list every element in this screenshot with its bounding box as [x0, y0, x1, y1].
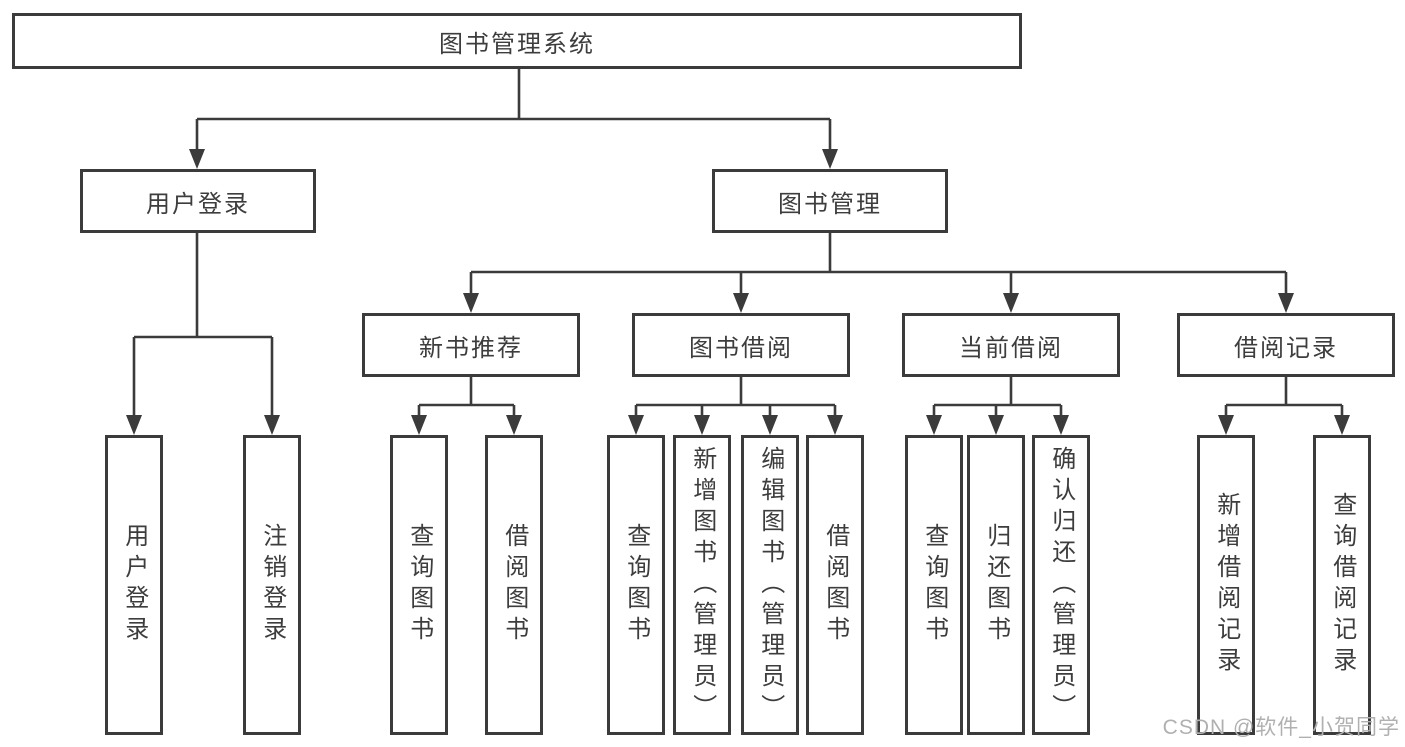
leaf-label: 确认归还（管理员）	[1047, 445, 1075, 725]
leaf-logout: 注销登录	[243, 435, 301, 735]
arrowhead-icon	[506, 415, 522, 435]
arrowhead-icon	[189, 149, 205, 169]
arrowhead-icon	[694, 415, 710, 435]
connector-book-borrow-to-leaves	[628, 377, 843, 435]
leaf-label: 借阅图书	[500, 523, 528, 647]
leaf-label: 查询图书	[920, 523, 948, 647]
csdn-watermark: CSDN @软件_小贺同学	[1162, 716, 1400, 739]
connector-current-borrow-to-leaves	[926, 377, 1069, 435]
arrowhead-icon	[827, 415, 843, 435]
arrowhead-icon	[733, 293, 749, 313]
leaf-edit-book-admin: 编辑图书（管理员）	[741, 435, 799, 735]
leaf-add-book-admin: 新增图书（管理员）	[673, 435, 731, 735]
connector-root-to-branches	[189, 69, 838, 169]
connector-user-login-to-leaves	[126, 233, 280, 435]
arrowhead-icon	[411, 415, 427, 435]
leaf-label: 编辑图书（管理员）	[756, 445, 784, 725]
node-book-management: 图书管理	[712, 169, 948, 233]
arrowhead-icon	[926, 415, 942, 435]
node-borrowing-records: 借阅记录	[1177, 313, 1395, 377]
arrowhead-icon	[463, 293, 479, 313]
node-current-borrowing: 当前借阅	[902, 313, 1120, 377]
arrowhead-icon	[1334, 415, 1350, 435]
leaf-label: 归还图书	[982, 523, 1010, 647]
leaf-query-books-current: 查询图书	[905, 435, 963, 735]
arrowhead-icon	[1053, 415, 1069, 435]
arrowhead-icon	[1003, 293, 1019, 313]
leaf-query-books-borrow: 查询图书	[607, 435, 665, 735]
arrowhead-icon	[988, 415, 1004, 435]
arrowhead-icon	[1218, 415, 1234, 435]
arrowhead-icon	[822, 149, 838, 169]
leaf-label: 借阅图书	[821, 523, 849, 647]
arrowhead-icon	[762, 415, 778, 435]
leaf-add-borrow-record: 新增借阅记录	[1197, 435, 1255, 735]
connector-borrow-records-to-leaves	[1218, 377, 1350, 435]
leaf-query-borrow-record: 查询借阅记录	[1313, 435, 1371, 735]
leaf-label: 用户登录	[120, 523, 148, 647]
leaf-label: 新增借阅记录	[1212, 492, 1240, 678]
leaf-return-books: 归还图书	[967, 435, 1025, 735]
leaf-label: 注销登录	[258, 523, 286, 647]
arrowhead-icon	[628, 415, 644, 435]
connector-new-book-to-leaves	[411, 377, 522, 435]
leaf-label: 查询图书	[622, 523, 650, 647]
leaf-confirm-return-admin: 确认归还（管理员）	[1032, 435, 1090, 735]
arrowhead-icon	[264, 415, 280, 435]
leaf-borrow-books: 借阅图书	[806, 435, 864, 735]
leaf-query-books-recommend: 查询图书	[390, 435, 448, 735]
leaf-label: 查询图书	[405, 523, 433, 647]
node-new-book-recommend: 新书推荐	[362, 313, 580, 377]
leaf-label: 新增图书（管理员）	[688, 445, 716, 725]
arrowhead-icon	[1278, 293, 1294, 313]
connector-book-management-to-sections	[463, 233, 1294, 313]
node-user-login: 用户登录	[80, 169, 316, 233]
node-book-borrowing: 图书借阅	[632, 313, 850, 377]
leaf-user-login: 用户登录	[105, 435, 163, 735]
leaf-label: 查询借阅记录	[1328, 492, 1356, 678]
arrowhead-icon	[126, 415, 142, 435]
leaf-borrow-books-recommend: 借阅图书	[485, 435, 543, 735]
node-library-system: 图书管理系统	[12, 13, 1022, 69]
